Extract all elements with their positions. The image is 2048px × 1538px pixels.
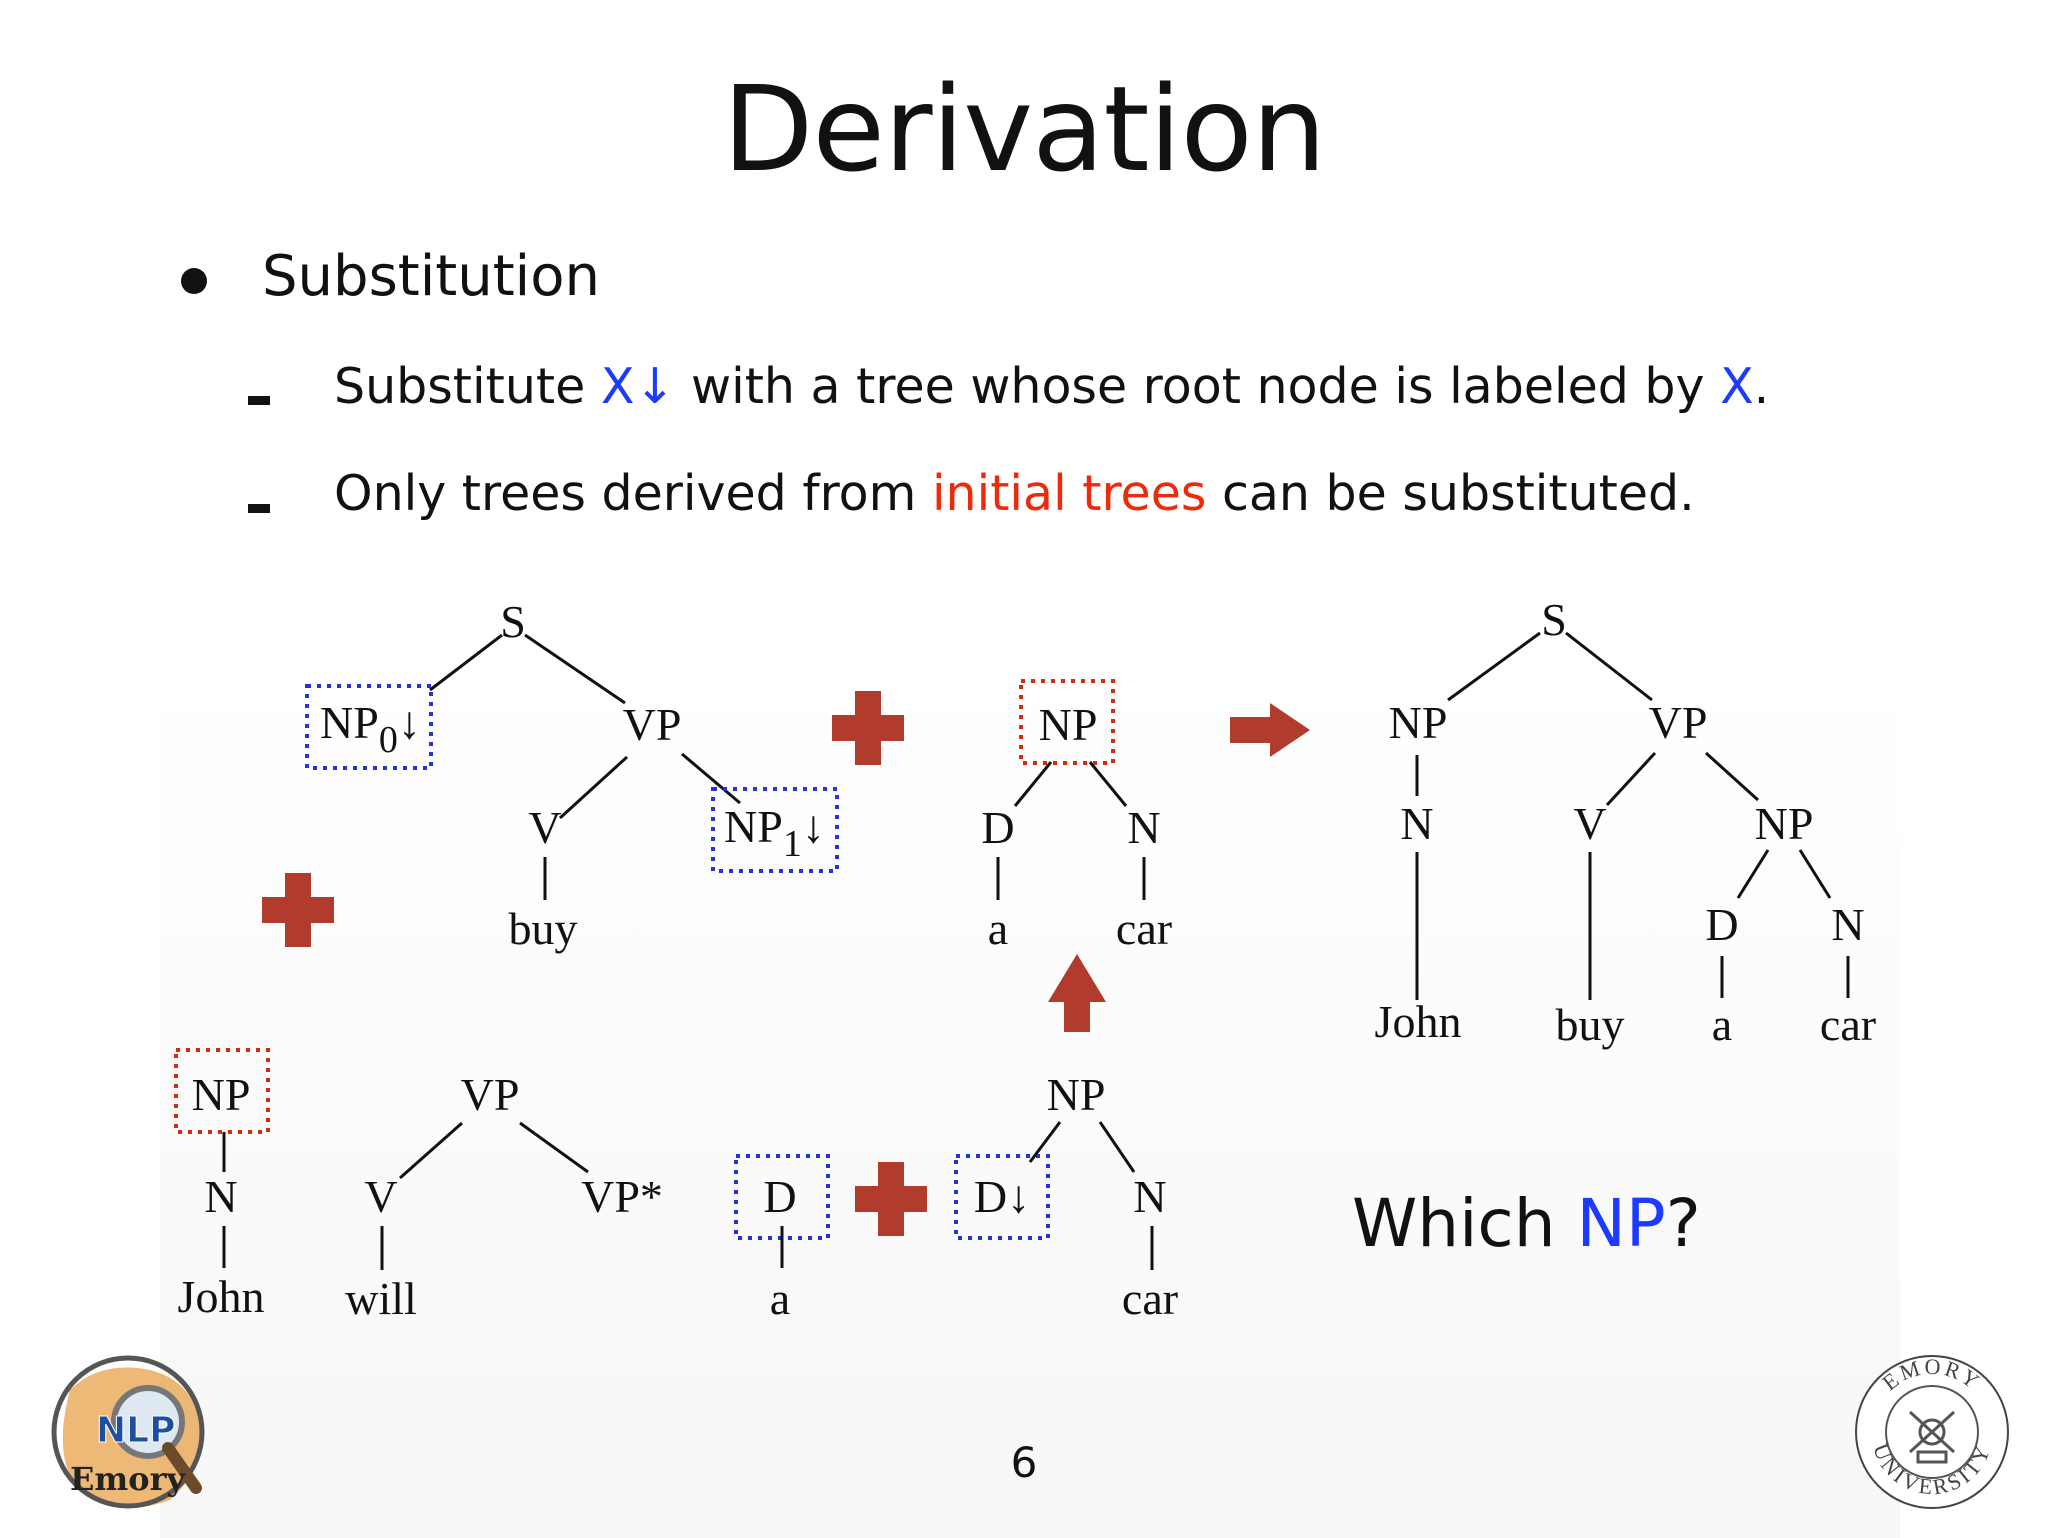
root-box-np-john: [174, 1048, 270, 1134]
result-node-vp: VP: [1649, 697, 1708, 748]
substitution-box-np0: [305, 684, 433, 770]
node-np0-label: NP: [320, 697, 379, 748]
emory-university-seal: EMORY UNIVERSITY: [1855, 1354, 2009, 1509]
result-node-s: S: [1541, 594, 1567, 645]
will-node-vp-star: VP*: [581, 1171, 663, 1222]
arrow-up-icon: [1048, 954, 1106, 1032]
node-vp: VP: [623, 699, 682, 750]
result-word-car: car: [1820, 999, 1876, 1050]
substitution-box-np1: [711, 787, 839, 873]
john-node-np: NP: [192, 1069, 251, 1120]
slide-title: Derivation: [722, 60, 1327, 198]
john-word: John: [178, 1271, 265, 1322]
sub1-end: .: [1753, 358, 1770, 415]
dcar-node-np: NP: [1047, 1069, 1106, 1120]
det-node-d: D: [763, 1171, 796, 1222]
word-car: car: [1116, 903, 1172, 954]
root-box-np: [1019, 679, 1115, 765]
question-before: Which: [1352, 1185, 1577, 1262]
plus-icon-bottom: [855, 1162, 927, 1236]
bullet-substitution: Substitution: [262, 244, 600, 309]
tree-result: S NP VP N V NP D N John buy a car: [1375, 594, 1877, 1050]
result-node-np: NP: [1389, 697, 1448, 748]
word-buy: buy: [509, 903, 578, 954]
node-np: NP: [1039, 699, 1098, 750]
dash-1: [248, 396, 270, 405]
question-highlight: NP: [1576, 1185, 1666, 1262]
result-word-buy: buy: [1556, 999, 1625, 1050]
dash-2: [248, 504, 270, 513]
plus-icon-left: [262, 873, 334, 947]
nlp-logo-top-text: NLP: [96, 1410, 175, 1451]
sub1-symbol: X↓: [600, 358, 676, 415]
bullet-dot: [181, 268, 207, 294]
node-np0-sub: 0: [379, 719, 398, 761]
nlp-emory-logo: NLP Emory: [51, 1355, 205, 1509]
sub-bullet-2: Only trees derived from initial trees ca…: [334, 465, 1695, 522]
result-node-d: D: [1705, 899, 1738, 950]
dcar-node-d: D↓: [974, 1171, 1030, 1222]
dcar-node-n: N: [1133, 1171, 1166, 1222]
node-np0-arrow: ↓: [398, 697, 421, 748]
node-v: V: [528, 802, 561, 853]
seal-icon: [1908, 1410, 1956, 1464]
result-node-n2: N: [1831, 899, 1864, 950]
tree-will: VP V VP* will: [345, 1069, 663, 1324]
node-np0: NP0↓: [320, 697, 421, 761]
sub1-end-symbol: X: [1720, 358, 1754, 415]
substitution-box-d: [954, 1154, 1050, 1240]
node-np1-label: NP: [724, 801, 783, 852]
page-number: 6: [1010, 1438, 1038, 1487]
tree-john: NP N John: [174, 1048, 270, 1322]
will-word: will: [345, 1273, 417, 1324]
dcar-word-car: car: [1122, 1273, 1178, 1324]
result-word-a: a: [1712, 999, 1732, 1050]
question-which-np: Which NP?: [1352, 1185, 1701, 1262]
diagram-background: [160, 668, 1900, 1538]
result-node-np2: NP: [1755, 798, 1814, 849]
word-a: a: [988, 903, 1008, 954]
result-word-john: John: [1375, 996, 1462, 1047]
result-node-v: V: [1573, 798, 1606, 849]
tree-a-car: NP D N a car: [981, 679, 1172, 954]
plus-icon-top: [832, 691, 904, 765]
arrow-right-icon: [1230, 703, 1310, 757]
question-after: ?: [1665, 1185, 1701, 1262]
node-s: S: [500, 596, 526, 647]
node-np1: NP1↓: [724, 801, 825, 865]
node-np1-arrow: ↓: [802, 801, 825, 852]
will-node-v: V: [364, 1171, 397, 1222]
tree-det-a: D a: [734, 1154, 830, 1324]
node-np1-sub: 1: [783, 823, 802, 865]
result-node-n: N: [1400, 798, 1433, 849]
sub1-before: Substitute: [334, 358, 601, 415]
sub2-highlight: initial trees: [931, 465, 1207, 522]
sub-bullet-1: Substitute X↓ with a tree whose root nod…: [334, 358, 1769, 415]
det-word-a: a: [770, 1273, 790, 1324]
john-node-n: N: [204, 1171, 237, 1222]
nlp-logo-bottom-text: Emory: [70, 1460, 186, 1498]
tree-buy: S NP0↓ VP V NP1↓ buy: [305, 596, 839, 954]
node-n: N: [1127, 802, 1160, 853]
sub1-middle: with a tree whose root node is labeled b…: [675, 358, 1721, 415]
will-node-vp: VP: [461, 1069, 520, 1120]
sub2-before: Only trees derived from: [334, 465, 932, 522]
node-d: D: [981, 802, 1014, 853]
tree-d-car: NP D↓ N car: [954, 1069, 1178, 1324]
sub2-after: can be substituted.: [1206, 465, 1695, 522]
